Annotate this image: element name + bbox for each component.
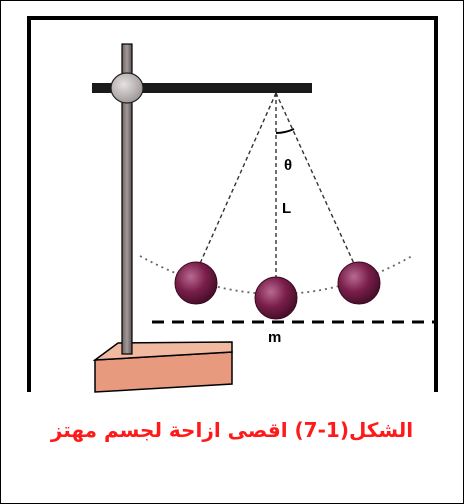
clamp-knob xyxy=(110,72,144,104)
angle-label: θ xyxy=(284,157,292,174)
mass-label: m xyxy=(268,329,281,346)
inner-frame-bottom-cover xyxy=(20,392,450,410)
ball-left xyxy=(174,261,218,305)
ball-center xyxy=(254,276,298,320)
stand-rod xyxy=(121,43,133,355)
length-label: L xyxy=(282,200,291,217)
stand-arm xyxy=(92,83,312,93)
ball-right xyxy=(337,261,381,305)
angle-arc xyxy=(275,128,295,134)
string-left xyxy=(197,92,277,269)
figure-caption: الشكل(1-7) اقصى ازاحة لجسم مهتز xyxy=(50,418,414,442)
pendulum-diagram: θ L m xyxy=(20,16,450,410)
